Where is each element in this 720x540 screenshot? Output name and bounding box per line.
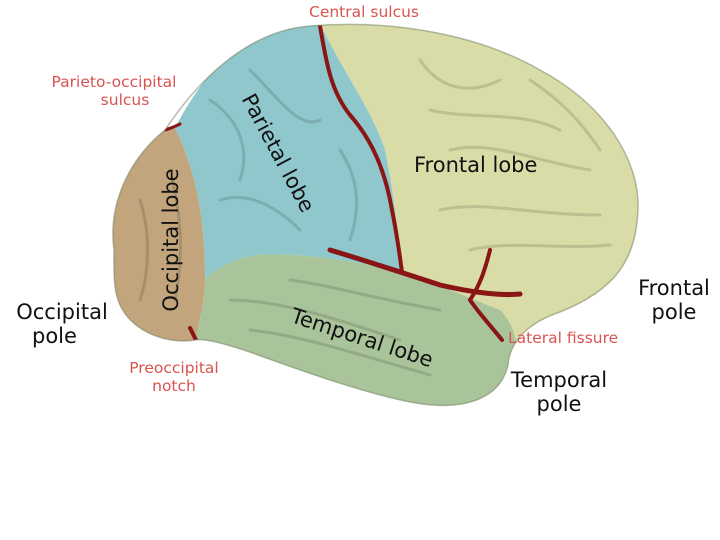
lateral-fissure-line bbox=[327, 247, 523, 298]
lateral-fissure-label: Lateral fissure bbox=[508, 329, 619, 347]
central-sulcus-line bbox=[318, 24, 404, 274]
brain-outline bbox=[112, 23, 639, 407]
occipital-lobe-label: Occipital lobe bbox=[158, 168, 183, 312]
frontal-pole-label-line1: Frontal bbox=[638, 276, 710, 300]
occipital-pole-label: Occipital pole bbox=[6, 300, 118, 348]
parieto-occipital-sulcus-label: Parieto-occipital sulcus bbox=[36, 73, 192, 110]
preoccipital-notch-label-line2: notch bbox=[152, 376, 196, 395]
occipital-lobe-region bbox=[112, 100, 205, 406]
preoccipital-notch-label: Preoccipital notch bbox=[118, 359, 230, 396]
parieto-occipital-sulcus-label-line2: sulcus bbox=[100, 90, 150, 109]
frontal-pole-label-line2: pole bbox=[651, 300, 697, 325]
frontal-lobe-label: Frontal lobe bbox=[414, 153, 538, 177]
temporal-pole-label-line2: pole bbox=[536, 392, 582, 417]
parieto-occipital-sulcus-label-line1: Parieto-occipital bbox=[51, 73, 177, 91]
parieto-occipital-sulcus-line bbox=[163, 122, 182, 132]
temporal-pole-label: Temporal pole bbox=[500, 368, 618, 416]
lateral-fissure-branch bbox=[467, 248, 504, 342]
parietal-lobe-region bbox=[175, 24, 402, 280]
temporal-pole-label-line1: Temporal bbox=[510, 368, 608, 392]
occipital-pole-label-line1: Occipital bbox=[16, 300, 108, 324]
gyri-texture bbox=[138, 58, 612, 377]
preoccipital-notch-label-line1: Preoccipital bbox=[129, 359, 219, 377]
central-sulcus-label: Central sulcus bbox=[309, 3, 419, 21]
occipital-pole-label-line2: pole bbox=[32, 324, 77, 349]
frontal-pole-label: Frontal pole bbox=[628, 276, 720, 324]
